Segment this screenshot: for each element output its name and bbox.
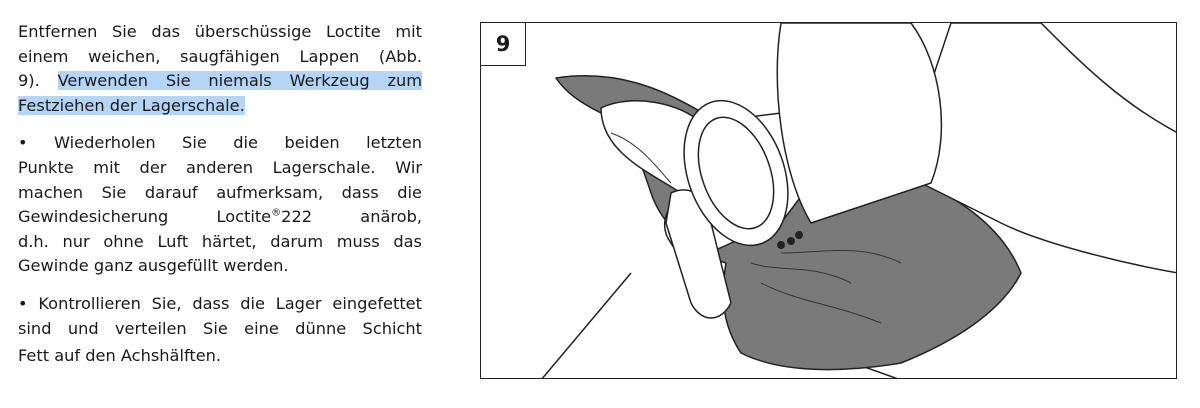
highlighted-text[interactable]: Festziehen der Lagerschale. bbox=[18, 95, 245, 115]
paragraph-grease: • Kontrollieren Sie, dass die Lager eing… bbox=[18, 292, 422, 369]
registered-mark: ® bbox=[271, 207, 282, 219]
text-line: • Wiederholen Sie die beiden letzten bbox=[18, 133, 422, 153]
bearing-cup-inner bbox=[697, 116, 775, 230]
drop bbox=[777, 241, 785, 249]
text-line: d.h. nur ohne Luft härtet, darum muss da… bbox=[18, 231, 422, 251]
text-line: • Kontrollieren Sie, dass die Lager eing… bbox=[18, 293, 422, 313]
cloth-fold-lines bbox=[610, 132, 902, 324]
text-fragment: 9). bbox=[18, 71, 40, 91]
text-fragment: 222 anärob, bbox=[281, 207, 422, 227]
figure-9: 9 bbox=[480, 22, 1177, 379]
text-line: 9). Verwenden Sie niemals Werkzeug zum bbox=[18, 69, 422, 94]
text-fragment: Gewindesicherung Loctite bbox=[18, 207, 272, 227]
drop bbox=[787, 237, 795, 245]
figure-number: 9 bbox=[481, 23, 526, 66]
bearing-cup bbox=[683, 99, 789, 247]
paragraph-remove-loctite: Entfernen Sie das überschüssige Loctite … bbox=[18, 20, 422, 118]
text-line: einem weichen, saugfähigen Lappen (Abb. bbox=[18, 46, 422, 66]
text-line: Fett auf den Achshälften. bbox=[18, 346, 222, 366]
text-line: Gewindesicherung Loctite®222 anärob, bbox=[18, 205, 422, 230]
loctite-drops bbox=[777, 231, 803, 249]
paragraph-repeat: • Wiederholen Sie die beiden letzten Pun… bbox=[18, 131, 422, 279]
highlighted-text[interactable]: Verwenden Sie niemals Werkzeug zum bbox=[57, 71, 422, 91]
instruction-text: Entfernen Sie das überschüssige Loctite … bbox=[18, 20, 422, 382]
text-line: machen Sie darauf aufmerksam, dass die bbox=[18, 182, 422, 202]
text-line: Entfernen Sie das überschüssige Loctite … bbox=[18, 22, 422, 41]
arm-outline bbox=[900, 23, 1176, 274]
text-line: Punkte mit der anderen Lagerschale. Wir bbox=[18, 157, 422, 177]
text-line: Festziehen der Lagerschale. bbox=[18, 94, 422, 119]
drop bbox=[795, 231, 803, 239]
bottom-bracket-shell bbox=[776, 23, 943, 224]
text-line: sind und verteilen Sie eine dünne Schich… bbox=[18, 318, 422, 338]
text-line: Gewinde ganz ausgefüllt werden. bbox=[18, 256, 289, 276]
illustration-cleaning-bearing-cup bbox=[541, 23, 1176, 378]
